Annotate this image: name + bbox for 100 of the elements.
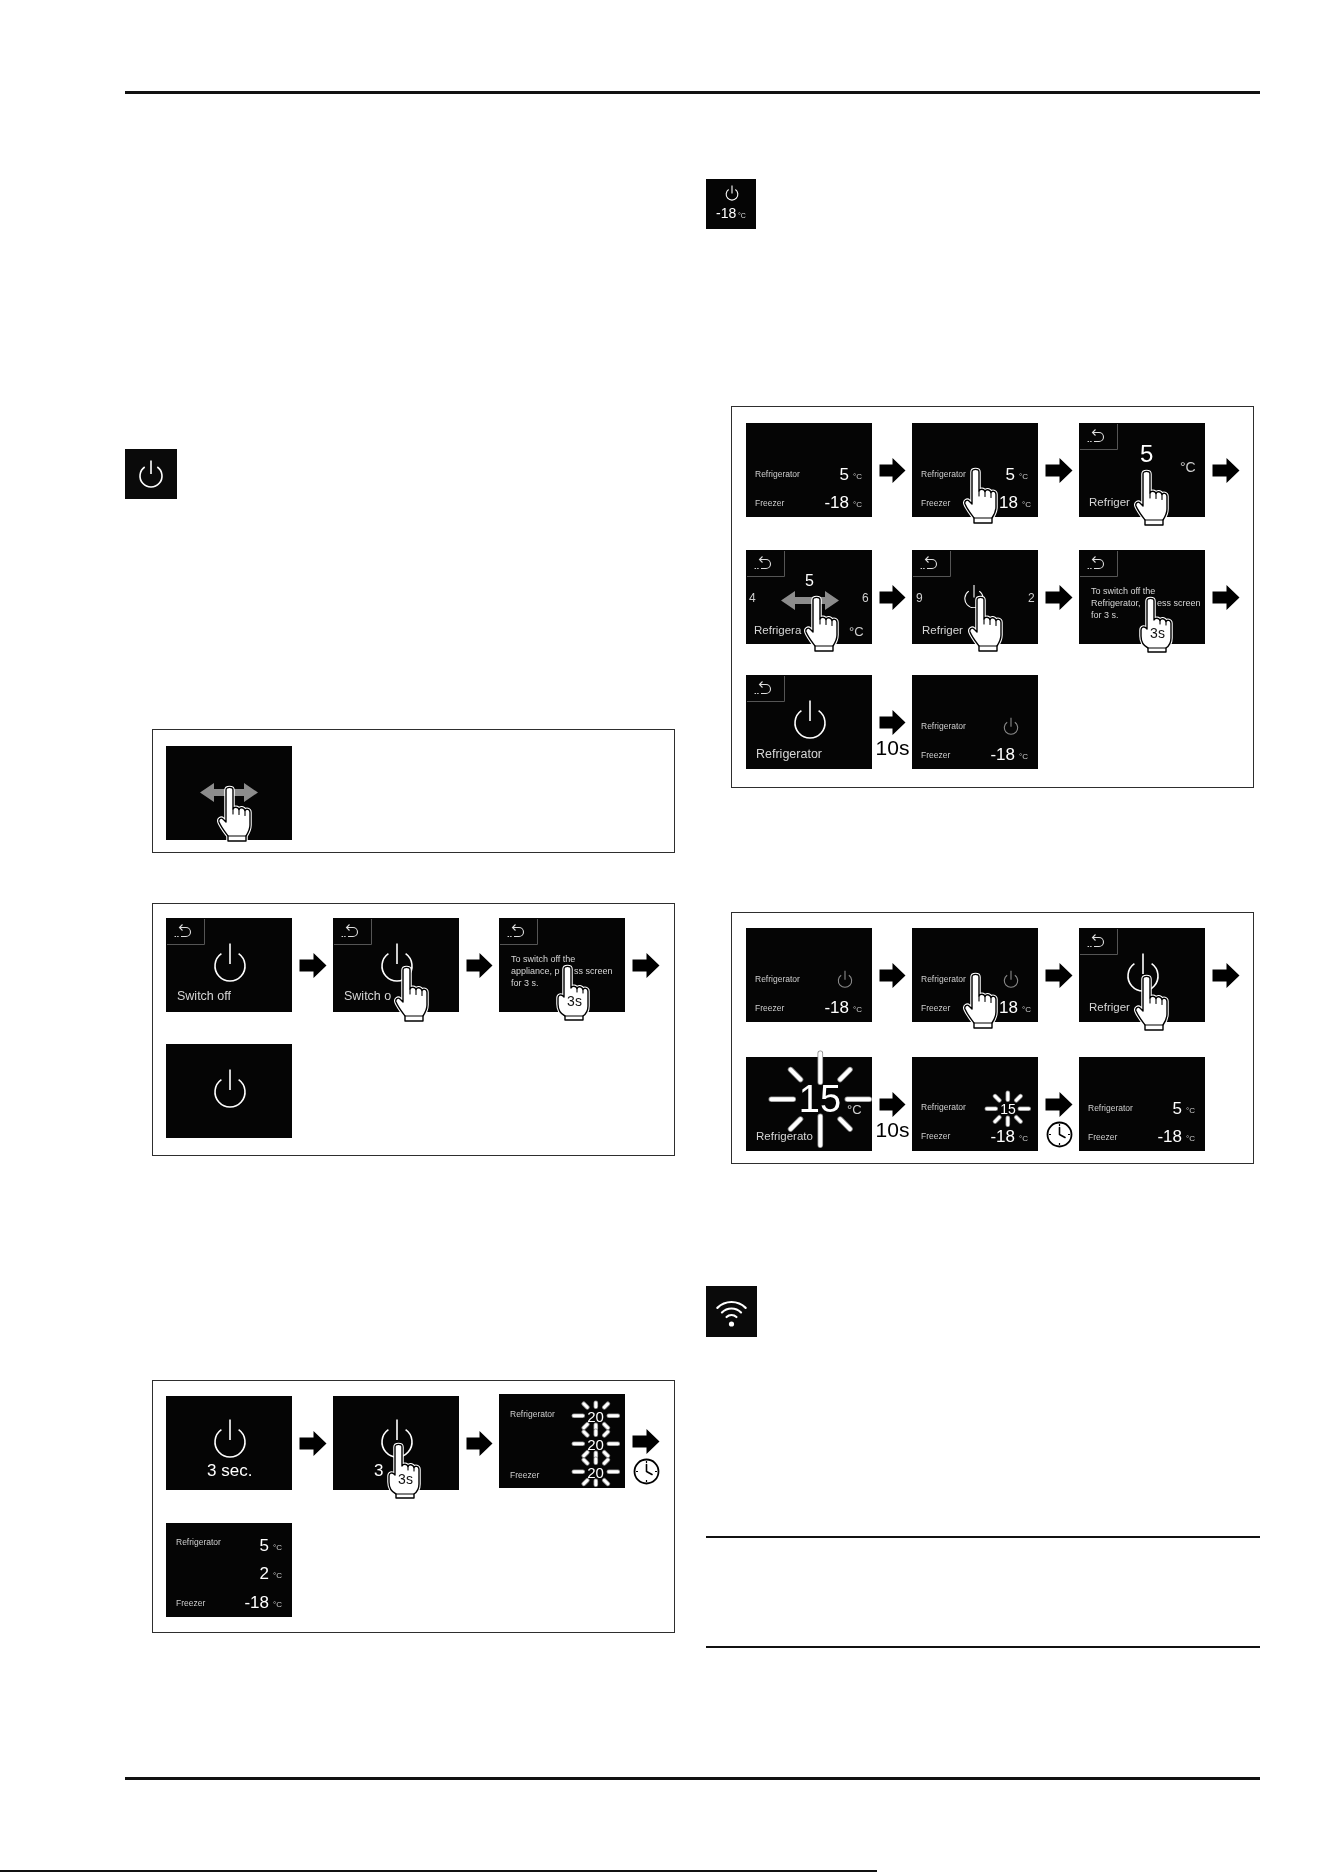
hold-time-label: 3s: [567, 994, 582, 1008]
display-screen: [166, 1044, 292, 1138]
arrow: [1212, 963, 1240, 988]
arrow: [466, 953, 493, 978]
unit-label: °C: [849, 625, 864, 638]
compartment-label: Refrigera: [754, 625, 802, 637]
compartment-label: Freezer: [755, 499, 785, 508]
temperature-value: 5: [805, 573, 814, 589]
temperature-value: 15: [798, 1080, 842, 1119]
compartment-label: Freezer: [921, 499, 951, 508]
arrow: [879, 963, 906, 988]
temperature-value: 18: [999, 999, 1018, 1016]
edge-label: 10s: [875, 736, 910, 758]
display-screen: [166, 746, 292, 840]
compartment-label: Freezer: [921, 1004, 951, 1013]
display-screen: [166, 1396, 292, 1490]
arrow: [879, 1092, 906, 1117]
arrow: [1045, 1092, 1073, 1117]
unit-label: °C: [1186, 1107, 1195, 1115]
step-frame: [731, 912, 1254, 1164]
compartment-label: Refrigerator: [1088, 1104, 1133, 1113]
compartment-label: Refriger: [922, 625, 963, 637]
display-screen: [912, 675, 1038, 769]
screen-message: To switch off the: [1091, 585, 1156, 597]
temperature-value: -18: [824, 494, 849, 511]
arrow: [1045, 963, 1073, 988]
temperature-value: 5: [1005, 466, 1015, 483]
temperature-value: 2: [259, 1565, 269, 1582]
temperature-value: 5: [1140, 442, 1154, 466]
display-screen: [746, 928, 872, 1022]
arrow: [1045, 585, 1073, 610]
hold-time-label: 3s: [398, 1472, 413, 1486]
temperature-value: 15: [1000, 1101, 1016, 1116]
unit-label: °C: [853, 473, 862, 481]
compartment-label: Refrigerator: [176, 1538, 221, 1547]
display-screen: [166, 918, 292, 1012]
unit-label: °C: [853, 501, 862, 509]
screen-message: ss screen: [574, 965, 613, 977]
unit-label: °C: [1019, 473, 1028, 481]
temperature-value: -18: [1157, 1128, 1182, 1145]
screen-message: for 3 s.: [1091, 609, 1119, 621]
arrow: [1212, 585, 1240, 610]
arrow: [1045, 458, 1073, 483]
screen-message: 3: [374, 1462, 384, 1479]
arrow: [466, 1431, 493, 1456]
compartment-label: Refrigerator: [921, 470, 966, 479]
unit-label: °C: [853, 1006, 862, 1014]
display-screen: [912, 1057, 1038, 1151]
scale-number: 6: [862, 592, 869, 604]
unit-label: °C: [1180, 460, 1196, 474]
screen-message: for 3 s.: [511, 977, 539, 989]
unit-label: °C: [273, 1572, 282, 1580]
edge-label: 10s: [875, 1118, 910, 1140]
screen-message: appliance, p: [511, 965, 560, 977]
arrow: [879, 458, 906, 483]
arrow: [632, 953, 660, 978]
display-screen: [1079, 1057, 1205, 1151]
temperature-value: -18: [990, 746, 1015, 763]
temperature-value: 5: [1172, 1100, 1182, 1117]
temperature-value: 18: [999, 494, 1018, 511]
temperature-value: -18: [990, 1128, 1015, 1145]
scale-number: 4: [749, 592, 756, 604]
screen-message: Refrigerator,: [1091, 597, 1141, 609]
compartment-label: Refriger: [1089, 497, 1130, 509]
display-screen: [499, 1394, 625, 1488]
unit-label: °C: [847, 1103, 862, 1116]
compartment-label: Freezer: [510, 1471, 540, 1480]
compartment-label: Refrigerator: [510, 1410, 555, 1419]
screen-message: 3 sec.: [207, 1462, 253, 1479]
arrow: [879, 585, 906, 610]
scale-number: 2: [1028, 592, 1035, 604]
compartment-label: Refrigerato: [756, 1131, 813, 1143]
unit-label: °C: [1022, 501, 1031, 509]
screen-message: Switch off: [177, 990, 231, 1003]
temperature-value: 5: [839, 466, 849, 483]
step-frame: [152, 1380, 675, 1633]
screen-message: To switch off the: [511, 953, 576, 965]
compartment-label: Freezer: [176, 1599, 206, 1608]
arrow: [879, 710, 906, 735]
arrow: [299, 1431, 327, 1456]
unit-label: °C: [1019, 1135, 1028, 1143]
unit-label: °C: [1019, 753, 1028, 761]
compartment-label: Freezer: [755, 1004, 785, 1013]
hold-time-label: 3s: [1150, 626, 1165, 640]
compartment-label: Refrigerator: [921, 722, 966, 731]
arrow: [1212, 458, 1240, 483]
temperature-value: -18: [716, 206, 737, 220]
arrow: [299, 953, 327, 978]
temperature-value: -18: [244, 1594, 269, 1611]
compartment-label: Freezer: [1088, 1133, 1118, 1142]
compartment-label: Freezer: [921, 751, 951, 760]
unit-label: °C: [1186, 1135, 1195, 1143]
temperature-value: 20: [587, 1436, 604, 1452]
arrow: [632, 1429, 660, 1454]
step-frame: [152, 729, 675, 853]
screen-message: Switch o: [344, 990, 392, 1003]
scale-number: 9: [916, 592, 923, 604]
compartment-label: Refriger: [1089, 1002, 1130, 1014]
unit-label: °C: [273, 1544, 282, 1552]
compartment-label: Refrigerator: [921, 1103, 966, 1112]
